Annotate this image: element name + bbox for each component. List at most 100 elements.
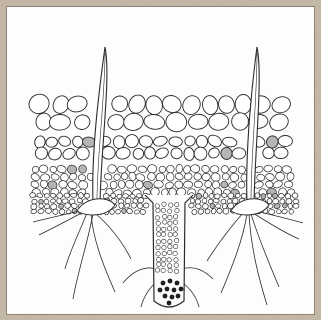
tissue-cell — [66, 94, 89, 114]
tissue-cell — [143, 113, 166, 130]
tissue-cell — [134, 209, 140, 214]
tissue-cell — [265, 172, 275, 181]
central-plug — [145, 195, 193, 307]
tissue-cell — [78, 174, 86, 181]
plug-cell — [168, 244, 172, 248]
tissue-cell — [132, 147, 145, 160]
plug-cell — [162, 251, 166, 255]
tissue-cell — [229, 166, 237, 174]
tissue-cell — [59, 209, 66, 215]
root-strand — [141, 283, 155, 307]
tissue-cell — [122, 208, 126, 213]
illustration — [7, 7, 314, 314]
tissue-cell — [30, 172, 41, 182]
root-strand — [123, 268, 157, 283]
tissue-cell — [221, 172, 231, 181]
tissue-cell — [200, 164, 210, 174]
tissue-cell — [169, 146, 183, 160]
plug-cell — [157, 262, 161, 266]
plug-cell — [173, 227, 177, 231]
tissue-cell — [214, 194, 220, 199]
tissue-cell — [30, 209, 37, 215]
tissue-cell — [160, 93, 184, 116]
plug-cell — [168, 221, 172, 225]
plug-cell — [168, 233, 172, 237]
tissue-cell — [221, 147, 233, 160]
tissue-cell — [56, 198, 61, 204]
root-strand — [183, 283, 199, 307]
tissue-cell — [64, 193, 70, 199]
plug-dot — [158, 288, 163, 293]
tissue-cell — [201, 173, 211, 182]
tissue-cell — [196, 193, 202, 199]
plug-cell — [174, 238, 178, 242]
tissue-cell — [113, 173, 122, 182]
tissue-cell — [110, 181, 117, 189]
tissue-cell — [33, 145, 49, 161]
tissue-cell — [195, 203, 202, 209]
tissue-cell — [50, 199, 56, 204]
tissue-cell — [194, 181, 202, 188]
tissue-cell — [201, 95, 219, 116]
tissue-cell — [45, 208, 51, 214]
tissue-cell — [118, 180, 126, 189]
plug-cell — [173, 251, 177, 255]
tissue-cell — [61, 146, 77, 161]
tissue-cell — [47, 147, 63, 162]
tissue-cell — [237, 165, 246, 174]
plug-cell — [174, 258, 178, 262]
plug-cell — [162, 227, 166, 231]
tissue-cell — [183, 147, 195, 161]
root-strand — [65, 213, 87, 269]
plug-cell — [175, 208, 179, 212]
tissue-cell — [255, 193, 260, 199]
tissue-cell — [143, 180, 154, 189]
tissue-cell — [288, 203, 293, 209]
tissue-cell — [164, 110, 189, 133]
tissue-cell — [278, 135, 293, 146]
tissue-cell — [70, 193, 77, 198]
plug-cell — [168, 215, 172, 219]
root-strand — [249, 214, 267, 305]
tissue-cell — [124, 203, 130, 209]
plug-cell — [174, 269, 178, 273]
plug-cell — [163, 214, 167, 218]
plug-dot — [170, 295, 175, 300]
tissue-cell — [30, 180, 40, 189]
tissue-cell — [169, 137, 183, 147]
tissue-cell — [107, 164, 117, 174]
tissue-cell — [144, 94, 164, 116]
tissue-cell — [180, 93, 204, 118]
tissue-cell — [193, 172, 202, 181]
plug-cell — [174, 263, 178, 267]
tissue-cell — [159, 166, 167, 173]
tissue-cell — [139, 209, 146, 215]
tissue-cell — [293, 199, 299, 203]
tissue-cell — [116, 209, 121, 214]
plug-dot — [161, 281, 166, 286]
tissue-cell — [191, 209, 197, 215]
tissue-cell — [121, 173, 128, 180]
tissue-cell — [152, 135, 168, 148]
root-strand — [253, 213, 299, 239]
tissue-cell — [238, 181, 246, 188]
tissue-cell — [210, 165, 219, 173]
tissue-cell — [122, 111, 145, 132]
tissue-cell — [267, 193, 272, 198]
tissue-cell — [137, 197, 144, 203]
tissue-cell — [274, 165, 282, 172]
tissue-cell — [58, 203, 64, 209]
plug-dot — [172, 288, 177, 293]
tissue-cell — [52, 209, 58, 215]
plug-cell — [173, 244, 177, 248]
plug-cell — [173, 232, 177, 236]
tissue-cell — [190, 199, 195, 204]
plug-cell — [156, 252, 160, 256]
root-strand — [95, 213, 131, 259]
plug-cell — [162, 202, 166, 206]
plug-cell — [161, 262, 165, 266]
tissue-cell — [124, 133, 140, 149]
plug-dot — [175, 281, 180, 286]
tissue-cell — [174, 172, 184, 181]
illustration-panel — [7, 7, 314, 314]
